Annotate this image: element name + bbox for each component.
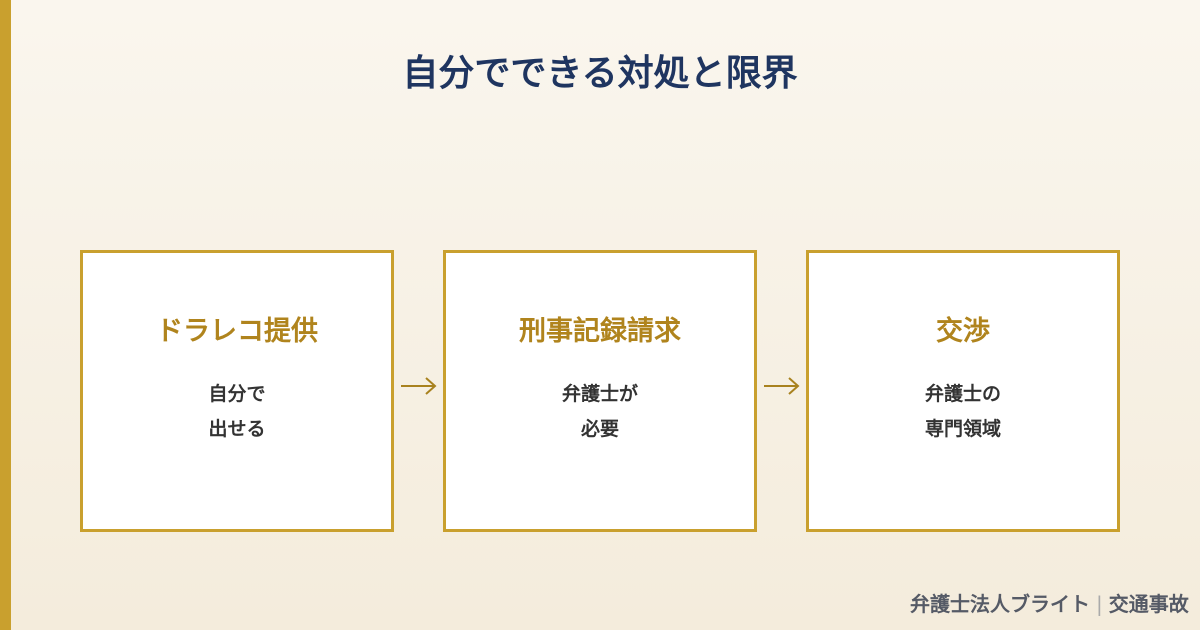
arrow-right-icon (401, 377, 437, 395)
step-title: 交渉 (936, 316, 990, 347)
footer-topic: 交通事故 (1108, 592, 1189, 616)
step-description: 自分で 出せる (83, 377, 391, 447)
footer-brand: 弁護士法人ブライト (910, 592, 1090, 616)
step-description: 弁護士の 専門領域 (809, 377, 1117, 447)
arrow-right-icon (764, 377, 800, 395)
step-desc-line: 専門領域 (924, 418, 1001, 440)
page-title: 自分でできる対処と限界 (402, 53, 798, 94)
step-desc-line: 出せる (208, 418, 266, 440)
step-desc-line: 弁護士が (561, 383, 638, 405)
step-title: ドラレコ提供 (156, 316, 318, 347)
step-card-criminal-records: 刑事記録請求 弁護士が 必要 (443, 250, 757, 532)
step-desc-line: 自分で (208, 383, 266, 405)
step-title: 刑事記録請求 (519, 316, 681, 347)
step-card-negotiation: 交渉 弁護士の 専門領域 (806, 250, 1120, 532)
step-description: 弁護士が 必要 (446, 377, 754, 447)
footer-separator: | (1096, 592, 1103, 616)
step-desc-line: 必要 (580, 418, 619, 440)
step-card-dashcam: ドラレコ提供 自分で 出せる (80, 250, 394, 532)
accent-bar (0, 0, 11, 630)
step-desc-line: 弁護士の (924, 383, 1001, 405)
footer: 弁護士法人ブライト|交通事故 (910, 588, 1200, 617)
